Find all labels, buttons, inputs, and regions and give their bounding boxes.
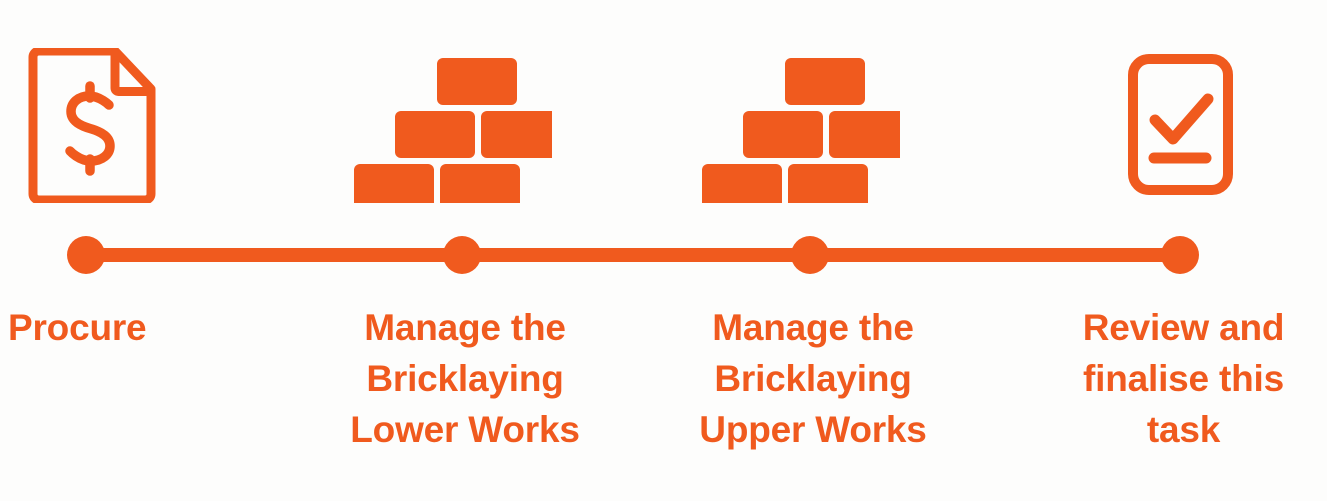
stage-label-bricklaying-upper: Manage the Bricklaying Upper Works	[699, 307, 927, 450]
clipboard-check-icon	[1118, 48, 1243, 203]
stage-label-bricklaying-lower: Manage the Bricklaying Lower Works	[350, 307, 580, 450]
brick-wall-icon	[700, 48, 900, 203]
timeline-node-bricklaying-upper[interactable]	[791, 236, 829, 274]
stage-label-row: Procure Manage the Bricklaying Lower Wor…	[0, 302, 1327, 501]
stage-icon-row	[0, 0, 1327, 220]
stage-label-review-finalise: Review and finalise this task	[1082, 307, 1285, 450]
brick-wall-icon	[352, 48, 552, 203]
timeline-track	[0, 236, 1327, 276]
timeline-connector-line	[86, 248, 1180, 262]
timeline-node-review-finalise[interactable]	[1161, 236, 1199, 274]
document-dollar-icon	[22, 48, 162, 203]
timeline-node-bricklaying-lower[interactable]	[443, 236, 481, 274]
stage-label-procure: Procure	[8, 307, 147, 348]
timeline-node-procure[interactable]	[67, 236, 105, 274]
